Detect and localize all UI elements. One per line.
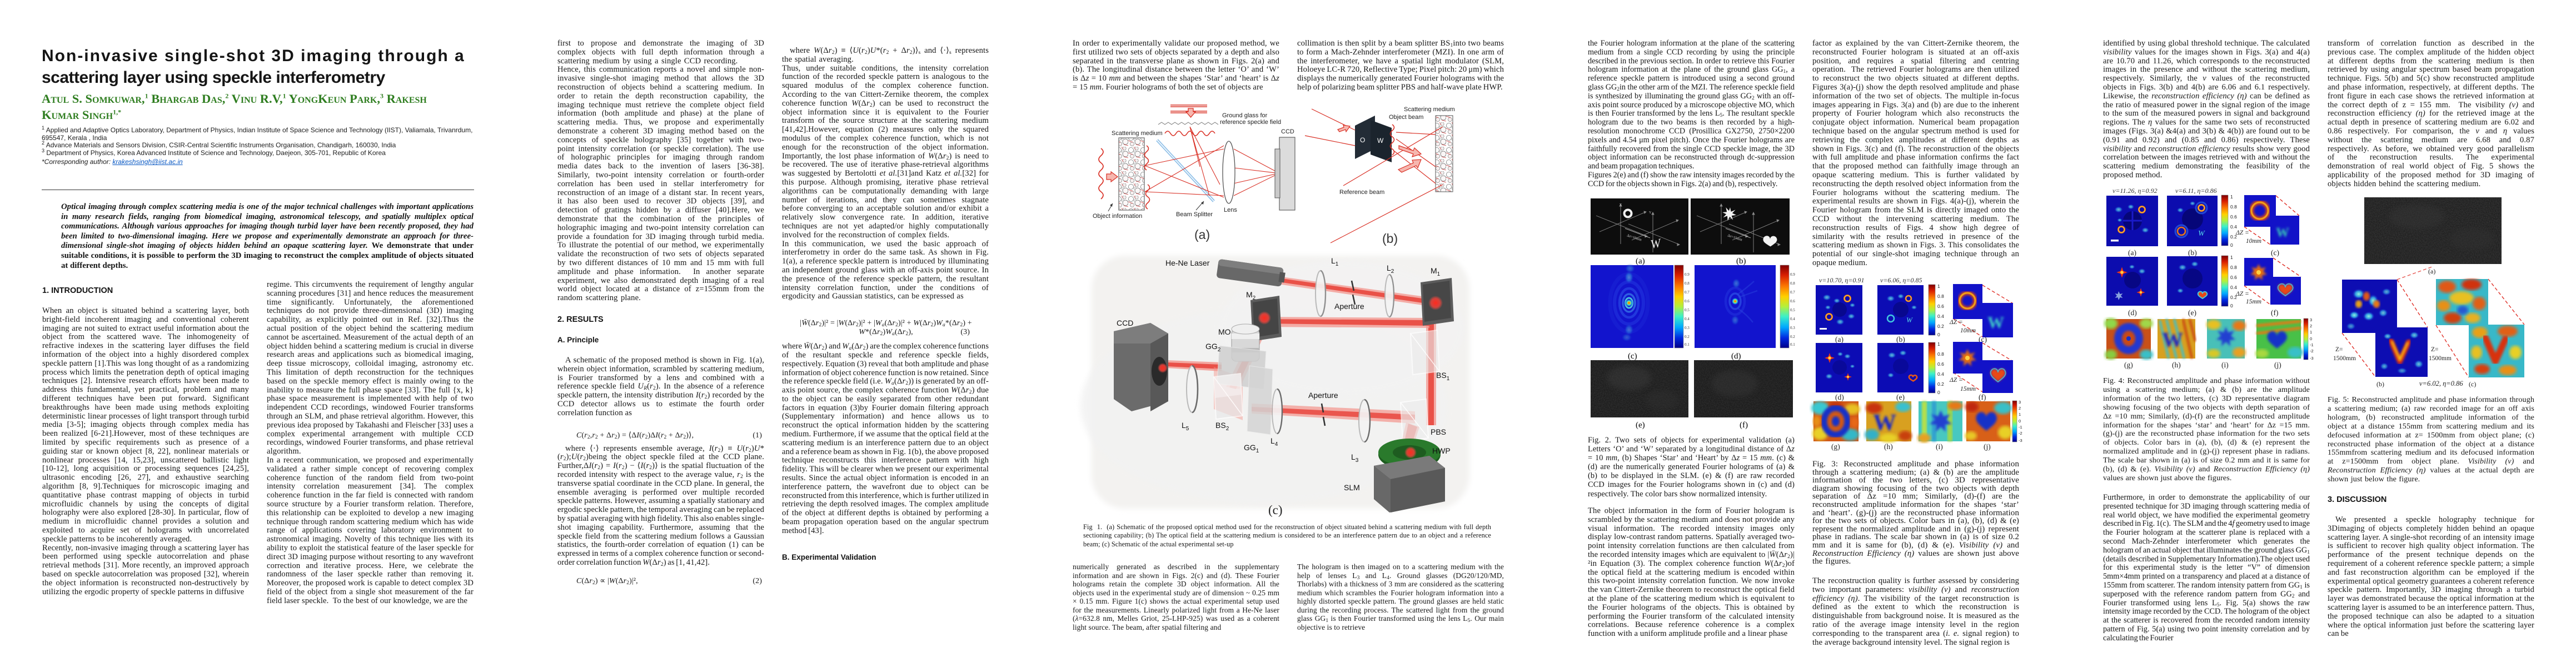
svg-text:W: W bbox=[2162, 328, 2183, 352]
svg-text:BS1: BS1 bbox=[1436, 371, 1450, 382]
svg-text:(f): (f) bbox=[1979, 393, 1986, 401]
svg-text:0.4: 0.4 bbox=[1790, 317, 1795, 321]
svg-text:(c): (c) bbox=[2469, 380, 2476, 388]
svg-text:Y: Y bbox=[1649, 211, 1652, 215]
svg-text:reference speckle field: reference speckle field bbox=[1220, 119, 1281, 126]
svg-text:(b): (b) bbox=[1896, 335, 1905, 344]
svg-text:1500mm: 1500mm bbox=[2333, 355, 2356, 362]
svg-text:Z=: Z= bbox=[2335, 346, 2343, 353]
svg-text:(a): (a) bbox=[2428, 267, 2435, 275]
svg-text:(c): (c) bbox=[1979, 335, 1987, 344]
svg-text:(e): (e) bbox=[1636, 421, 1645, 430]
svg-text:10mm: 10mm bbox=[1960, 327, 1976, 334]
svg-text:(b): (b) bbox=[1736, 257, 1746, 266]
svg-text:0.1: 0.1 bbox=[1685, 342, 1690, 347]
svg-text:v=11.26, η=0.92: v=11.26, η=0.92 bbox=[2112, 187, 2158, 195]
svg-text:Scattering medium: Scattering medium bbox=[1404, 106, 1455, 113]
svg-text:(b): (b) bbox=[2188, 248, 2197, 257]
svg-text:W: W bbox=[1873, 410, 1896, 436]
svg-text:ΔZ =: ΔZ = bbox=[2235, 291, 2249, 297]
svg-text:Object beam: Object beam bbox=[1389, 114, 1423, 121]
svg-text:Reference beam: Reference beam bbox=[1339, 189, 1384, 196]
svg-text:0.7: 0.7 bbox=[1685, 290, 1690, 295]
svg-text:(c): (c) bbox=[1628, 352, 1637, 361]
svg-text:0.3: 0.3 bbox=[1685, 326, 1690, 330]
svg-text:0.5: 0.5 bbox=[1790, 308, 1795, 312]
svg-text:HWP: HWP bbox=[1432, 446, 1451, 455]
svg-text:0.1: 0.1 bbox=[1790, 342, 1795, 347]
svg-text:(h): (h) bbox=[1884, 442, 1893, 451]
svg-text:ΔZ =: ΔZ = bbox=[1949, 319, 1963, 326]
svg-text:1500mm: 1500mm bbox=[2429, 355, 2452, 362]
svg-text:0.5: 0.5 bbox=[1685, 308, 1690, 312]
svg-text:O: O bbox=[1360, 136, 1365, 144]
svg-text:ΔZ =: ΔZ = bbox=[2235, 230, 2249, 236]
svg-text:(b): (b) bbox=[2376, 380, 2384, 388]
svg-text:0.2: 0.2 bbox=[1685, 335, 1690, 339]
svg-text:Y: Y bbox=[1620, 203, 1622, 207]
svg-text:(c): (c) bbox=[2271, 248, 2279, 257]
svg-text:Aperture: Aperture bbox=[1308, 391, 1338, 400]
svg-text:W: W bbox=[1906, 316, 1913, 324]
svg-text:MO: MO bbox=[1218, 327, 1231, 336]
svg-text:0.4: 0.4 bbox=[1685, 317, 1690, 321]
svg-text:15mm: 15mm bbox=[2246, 298, 2261, 305]
svg-text:0.6: 0.6 bbox=[1685, 299, 1690, 303]
svg-text:GG2: GG2 bbox=[1205, 342, 1221, 353]
svg-text:(i): (i) bbox=[2221, 361, 2229, 369]
svg-text:(a): (a) bbox=[1636, 257, 1645, 266]
svg-text:Z=: Z= bbox=[2431, 346, 2439, 353]
svg-text:0.2: 0.2 bbox=[1790, 335, 1795, 339]
svg-text:15mm: 15mm bbox=[1960, 386, 1976, 392]
svg-text:W: W bbox=[2198, 230, 2205, 238]
svg-text:He-Ne Laser: He-Ne Laser bbox=[1165, 258, 1210, 267]
svg-text:0.9: 0.9 bbox=[1685, 272, 1690, 277]
svg-text:(a): (a) bbox=[2128, 248, 2136, 257]
svg-text:(b): (b) bbox=[1382, 231, 1398, 246]
svg-text:W: W bbox=[2276, 226, 2289, 240]
svg-text:0.6: 0.6 bbox=[1790, 299, 1795, 303]
svg-text:(h): (h) bbox=[2172, 361, 2181, 369]
svg-text:(f): (f) bbox=[1740, 421, 1748, 430]
svg-text:0.3: 0.3 bbox=[1790, 326, 1795, 330]
svg-text:(d): (d) bbox=[2128, 308, 2137, 317]
svg-text:v=6.06, η=0.85: v=6.06, η=0.85 bbox=[1880, 276, 1922, 284]
svg-text:(e): (e) bbox=[2188, 308, 2196, 317]
svg-text:(j): (j) bbox=[2274, 361, 2281, 369]
svg-text:CCD: CCD bbox=[1281, 128, 1294, 135]
svg-text:(d): (d) bbox=[1731, 352, 1741, 361]
svg-text:10mm: 10mm bbox=[2246, 238, 2261, 245]
svg-text:(d): (d) bbox=[1835, 393, 1844, 401]
svg-text:v=6.11, η=0.86: v=6.11, η=0.86 bbox=[2175, 187, 2217, 195]
svg-text:GG1: GG1 bbox=[1244, 443, 1259, 454]
svg-text:Lens: Lens bbox=[1224, 207, 1237, 213]
svg-text:BS2: BS2 bbox=[1215, 421, 1229, 432]
svg-text:(f): (f) bbox=[2271, 308, 2279, 317]
svg-text:Aperture: Aperture bbox=[1334, 302, 1364, 311]
svg-text:W: W bbox=[1987, 313, 2004, 332]
svg-text:ΔZ =: ΔZ = bbox=[1949, 377, 1963, 384]
svg-text:v=6.02, η=0.86: v=6.02, η=0.86 bbox=[2419, 380, 2463, 387]
svg-text:v=10.70, η=0.91: v=10.70, η=0.91 bbox=[1819, 276, 1864, 284]
svg-text:SLM: SLM bbox=[1344, 483, 1360, 492]
svg-text:0.9: 0.9 bbox=[1790, 272, 1795, 277]
svg-text:0.7: 0.7 bbox=[1790, 290, 1795, 295]
svg-text:0.8: 0.8 bbox=[1685, 281, 1690, 286]
svg-text:Ground glass for: Ground glass for bbox=[1222, 112, 1268, 119]
svg-text:Beam Splitter: Beam Splitter bbox=[1176, 211, 1213, 218]
svg-text:(c): (c) bbox=[1268, 503, 1283, 517]
svg-text:W: W bbox=[1377, 137, 1384, 145]
svg-text:Scattering medium: Scattering medium bbox=[1112, 130, 1163, 137]
svg-text:(a): (a) bbox=[1194, 227, 1210, 242]
svg-text:(j): (j) bbox=[1984, 442, 1991, 451]
svg-text:CCD: CCD bbox=[1117, 318, 1133, 327]
svg-text:PBS: PBS bbox=[1431, 427, 1446, 436]
svg-text:0.8: 0.8 bbox=[1790, 281, 1795, 286]
svg-text:(e): (e) bbox=[1896, 393, 1905, 401]
svg-text:(g): (g) bbox=[1831, 442, 1840, 451]
svg-text:Object information: Object information bbox=[1093, 213, 1142, 220]
svg-text:(g): (g) bbox=[2124, 361, 2133, 369]
svg-text:(i): (i) bbox=[1936, 442, 1943, 451]
svg-text:(a): (a) bbox=[1835, 335, 1843, 344]
